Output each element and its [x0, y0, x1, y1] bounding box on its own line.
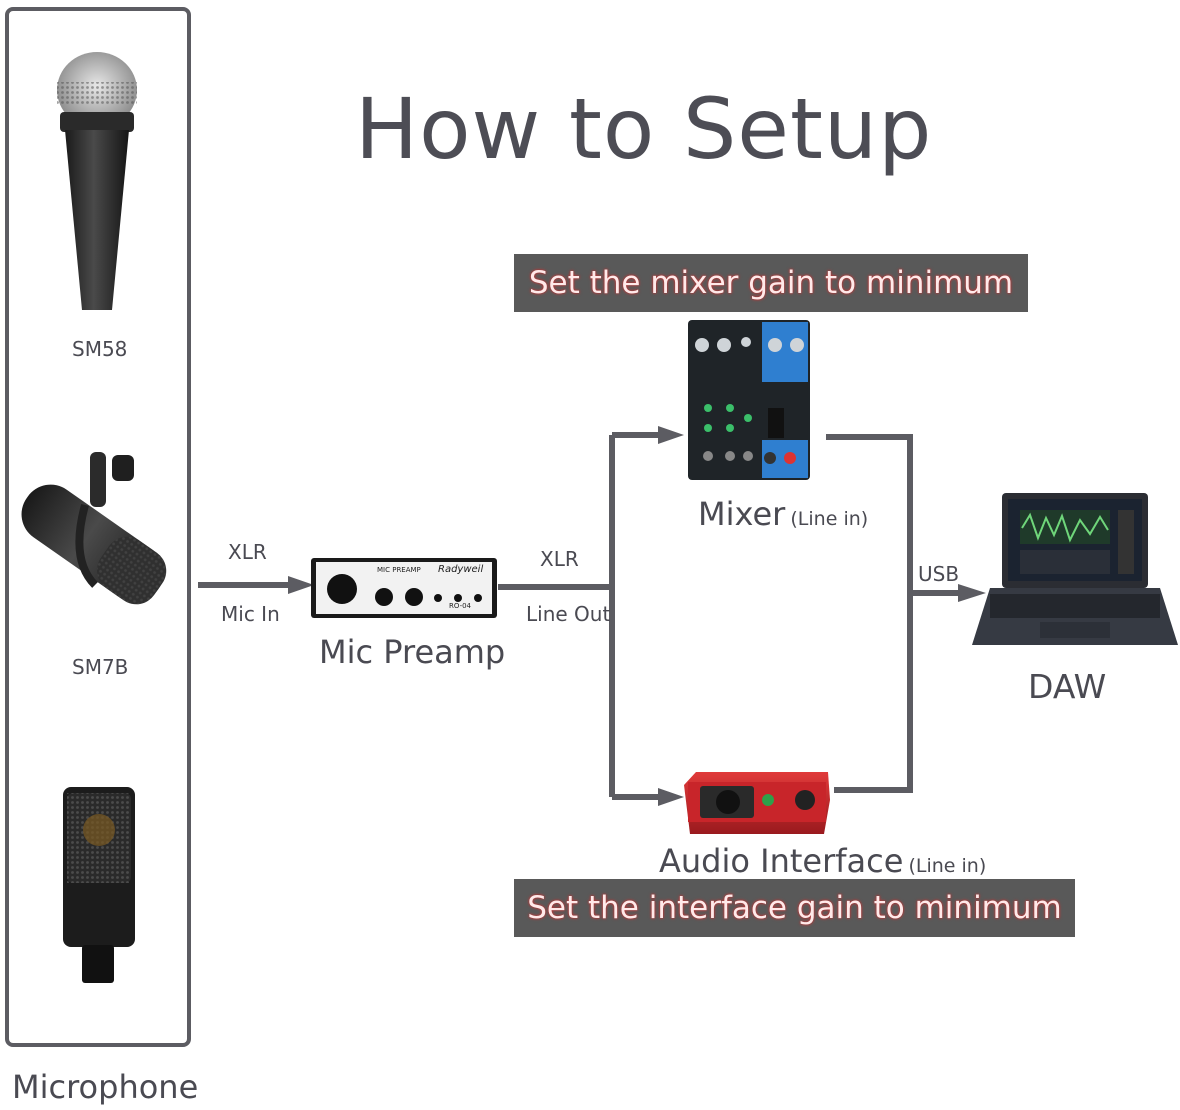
page-title: How to Setup: [355, 80, 933, 178]
interface-gain-banner: Set the interface gain to minimum: [514, 879, 1075, 937]
microphone-label-sm58: SM58: [72, 337, 128, 361]
mixer-icon: [688, 320, 810, 480]
audio-interface-label: Audio Interface (Line in): [659, 842, 986, 880]
arrow-icon: [658, 788, 684, 806]
arrow-icon: [288, 576, 314, 594]
mixer-label: Mixer (Line in): [698, 495, 868, 533]
mixer-label-sub: (Line in): [790, 508, 869, 530]
audio-interface-label-text: Audio Interface: [659, 842, 904, 880]
mic-preamp-label: Mic Preamp: [319, 633, 506, 671]
preamp-panel-title: MIC PREAMP: [377, 566, 421, 574]
microphone-panel: [5, 7, 191, 1047]
sm58-microphone-icon: [57, 52, 137, 310]
mixer-label-text: Mixer: [698, 495, 786, 533]
connection-label-usb: USB: [918, 562, 960, 586]
arrow-icon: [658, 426, 684, 444]
arrow-icon: [958, 584, 986, 602]
microphone-label-sm7b: SM7B: [72, 655, 129, 679]
preamp-brand: Radyweil: [438, 564, 484, 575]
audio-interface-icon: [684, 772, 830, 834]
mixer-gain-banner: Set the mixer gain to minimum: [514, 254, 1028, 312]
preamp-model: RO-04: [449, 602, 472, 610]
connection-label-xlr-out: XLR: [540, 547, 579, 571]
condenser-microphone-icon: [63, 787, 135, 983]
sm7b-microphone-icon: [21, 452, 167, 605]
mic-preamp-icon: [311, 558, 497, 618]
connection-label-xlr-in: XLR: [228, 540, 267, 564]
return-line: [826, 434, 913, 793]
laptop-daw-icon: [972, 493, 1178, 645]
daw-label: DAW: [1028, 667, 1107, 706]
audio-interface-label-sub: (Line in): [908, 855, 987, 877]
connection-label-line-out: Line Out: [526, 602, 611, 626]
microphone-panel-label: Microphone: [12, 1068, 199, 1106]
connection-label-mic-in: Mic In: [221, 602, 280, 626]
